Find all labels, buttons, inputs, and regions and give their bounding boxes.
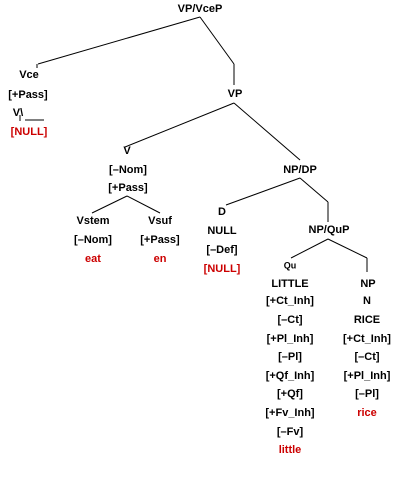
edge-v-vstem (91, 195, 128, 214)
node-qu-feature: [+Qf] (277, 388, 303, 400)
node-vstem-terminal: eat (85, 253, 101, 265)
node-np-feature: [+Ct_Inh] (343, 333, 391, 345)
node-root-label: VP/VceP (178, 3, 223, 15)
node-v-feature: [–Nom] (109, 164, 147, 176)
node-vstem-label: Vstem (76, 215, 109, 227)
node-v-label: V (123, 145, 131, 157)
node-npdp-label: NP/DP (283, 164, 317, 176)
node-np-feature: [+Pl_Inh] (344, 370, 391, 382)
edge-root-vce (37, 16, 201, 65)
node-qu-feature: [+Ct_Inh] (266, 295, 314, 307)
node-vsuf-terminal: en (154, 253, 167, 265)
node-qu-word: LITTLE (271, 278, 308, 290)
node-d-label: D (218, 206, 226, 218)
node-np-word: RICE (354, 314, 380, 326)
node-v-feature: [+Pass] (108, 182, 148, 194)
node-qu-feature: [+Fv_Inh] (265, 407, 315, 419)
node-npqup-label: NP/QuP (309, 224, 350, 236)
node-vce-feature: [+Pass] (8, 89, 48, 101)
node-qu-feature: [+Qf_Inh] (266, 370, 315, 382)
node-np-feature: [–Ct] (354, 351, 379, 363)
node-qu-feature: [–Fv] (277, 426, 304, 438)
edge-vp-npdp (233, 102, 301, 161)
node-qu-feature: [–Pl] (278, 351, 302, 363)
tree-edges (19, 16, 368, 272)
edge-npqup-np (327, 238, 368, 259)
edge-npqup-qu (290, 238, 329, 259)
edge-root-vp (199, 16, 235, 65)
edge-npdp-d (225, 177, 301, 206)
node-d-word: NULL (207, 225, 237, 237)
node-vp-label: VP (228, 88, 243, 100)
edge-npdp-npqup (299, 177, 329, 203)
edge-v-vsuf (126, 195, 161, 214)
node-np-terminal: rice (357, 407, 377, 419)
edge-vp-v (124, 102, 235, 148)
node-qu-feature: [–Ct] (277, 314, 302, 326)
node-qu-label: Qu (284, 260, 297, 270)
node-np-head: N (363, 295, 371, 307)
node-vce-terminal: [NULL] (11, 126, 48, 138)
node-d-terminal: [NULL] (204, 263, 241, 275)
node-vsuf-label: Vsuf (148, 215, 172, 227)
node-qu-terminal: little (279, 444, 302, 456)
node-vce-head: V\ (13, 107, 23, 119)
node-vce-label: Vce (19, 69, 39, 81)
node-np-feature: [–Pl] (355, 388, 379, 400)
node-qu-feature: [+Pl_Inh] (267, 333, 314, 345)
node-d-feature: [–Def] (206, 244, 238, 256)
node-np-label: NP (360, 278, 375, 290)
node-vstem-feature: [–Nom] (74, 234, 112, 246)
node-vsuf-feature: [+Pass] (140, 234, 180, 246)
